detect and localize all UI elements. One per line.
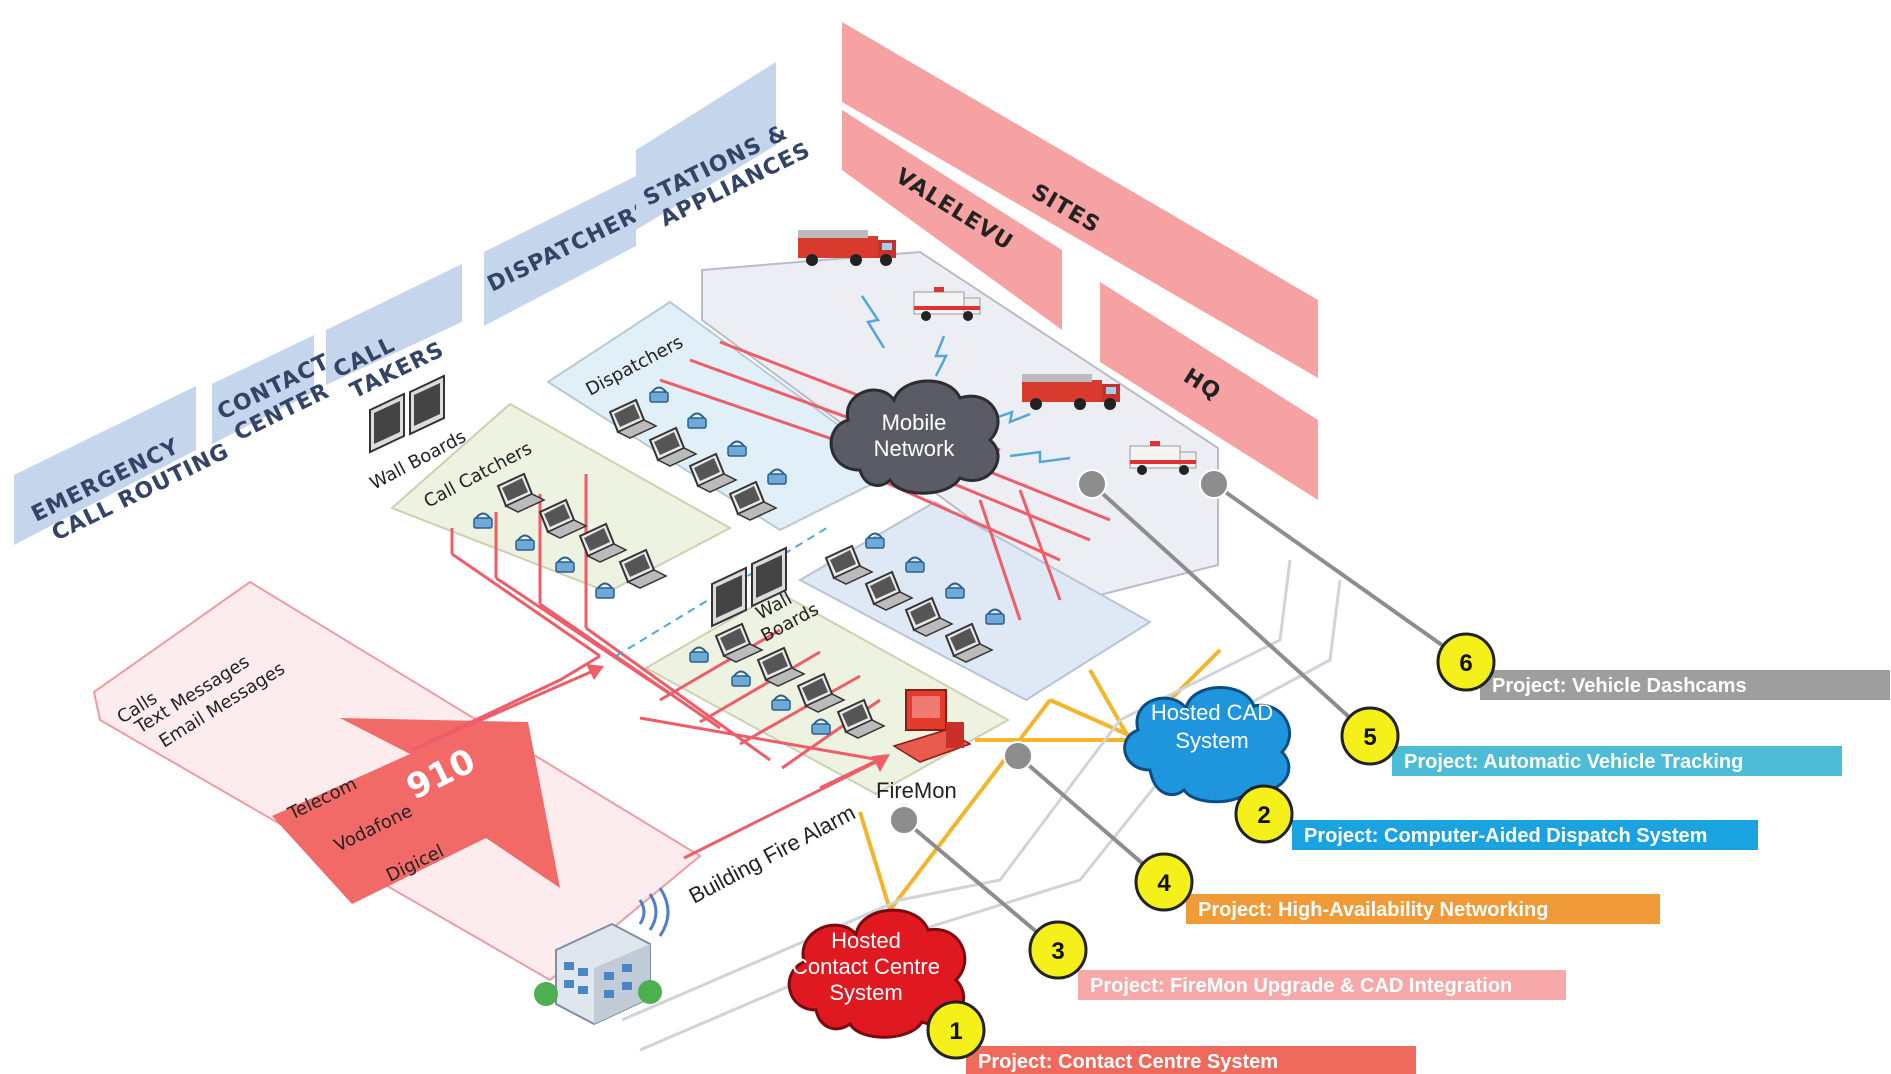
project-number-3: 3 <box>1051 938 1064 965</box>
mobile-network-line1: Mobile <box>882 410 947 435</box>
project-label-2: Project: Computer-Aided Dispatch System <box>1304 825 1707 847</box>
firemon-computer <box>892 689 972 763</box>
project-label-4: Project: High-Availability Networking <box>1198 899 1548 921</box>
project-number-5: 5 <box>1363 724 1376 751</box>
column-header-stations: STATIONS & APPLIANCES <box>636 62 815 232</box>
project-number-circle-6 <box>1436 632 1496 692</box>
mobile-network-line2: Network <box>874 436 956 461</box>
hosted-contact-line1: Hosted <box>831 928 901 953</box>
project-label-1: Project: Contact Centre System <box>978 1051 1278 1073</box>
carrier-arrow <box>272 718 560 904</box>
project-number-1: 1 <box>949 1018 962 1045</box>
red-arrowhead <box>586 664 604 680</box>
column-header-emergency: EMERGENCY CALL ROUTING <box>14 386 233 546</box>
building-fire-alarm-label: Building Fire Alarm <box>685 800 860 909</box>
callout-connector-dots <box>889 469 1229 835</box>
project-label-5: Project: Automatic Vehicle Tracking <box>1404 751 1743 773</box>
project-callout-4: Project: High-Availability Networking 4 <box>1134 852 1660 924</box>
project-callout-5: Project: Automatic Vehicle Tracking 5 <box>1340 706 1842 776</box>
hosted-cad-line2: System <box>1175 728 1248 753</box>
project-callout-6: Project: Vehicle Dashcams 6 <box>1436 632 1890 700</box>
project-bar-1 <box>966 1046 1416 1074</box>
project-bar-6 <box>1480 670 1890 700</box>
callout-connectors <box>902 482 1468 952</box>
project-number-6: 6 <box>1459 650 1472 677</box>
center-dispatch-zone <box>797 500 1152 702</box>
mobile-network-cloud: Mobile Network <box>829 379 1000 495</box>
column-header-dispatchers: DISPATCHERS <box>484 176 656 326</box>
project-bar-2 <box>1292 820 1758 850</box>
project-bar-3 <box>1078 970 1566 1000</box>
project-number-circle-2 <box>1234 784 1294 844</box>
project-bar-4 <box>1186 894 1660 924</box>
hosted-contact-line3: System <box>829 980 902 1005</box>
wireless-signals <box>860 295 1071 464</box>
firemon-arrowhead <box>872 754 890 772</box>
project-label-6: Project: Vehicle Dashcams <box>1492 675 1747 697</box>
hosted-contact-line2: Contact Centre <box>792 954 940 979</box>
hosted-cad-line1: Hosted CAD <box>1151 700 1273 725</box>
project-number-circle-4 <box>1134 852 1194 912</box>
project-number-2: 2 <box>1257 802 1270 829</box>
project-number-circle-3 <box>1028 920 1088 980</box>
project-number-circle-5 <box>1340 706 1400 766</box>
project-number-4: 4 <box>1157 870 1171 897</box>
project-callout-2: Project: Computer-Aided Dispatch System 2 <box>1234 784 1758 850</box>
emergency-input-zone: Calls Text Messages Email Messages 910 T… <box>92 580 702 982</box>
project-label-3: Project: FireMon Upgrade & CAD Integrati… <box>1090 975 1512 997</box>
hosted-cad-cloud: Hosted CAD System <box>1123 686 1292 804</box>
firemon-arrow <box>683 756 885 860</box>
call-catchers-zone <box>390 402 733 594</box>
firemon-label: FireMon <box>876 778 957 803</box>
project-callout-3: Project: FireMon Upgrade & CAD Integrati… <box>1028 920 1566 1000</box>
hosted-contact-centre-cloud: Hosted Contact Centre System <box>787 908 967 1039</box>
red-arrow-to-callcenter <box>411 666 601 752</box>
project-number-circle-1 <box>926 1000 986 1060</box>
site-hq: HQ <box>1100 282 1318 500</box>
project-bar-5 <box>1392 746 1842 776</box>
building-icon <box>534 922 662 1026</box>
alarm-signal-icon <box>638 887 670 937</box>
project-callout-1: Project: Contact Centre System 1 <box>926 1000 1416 1074</box>
